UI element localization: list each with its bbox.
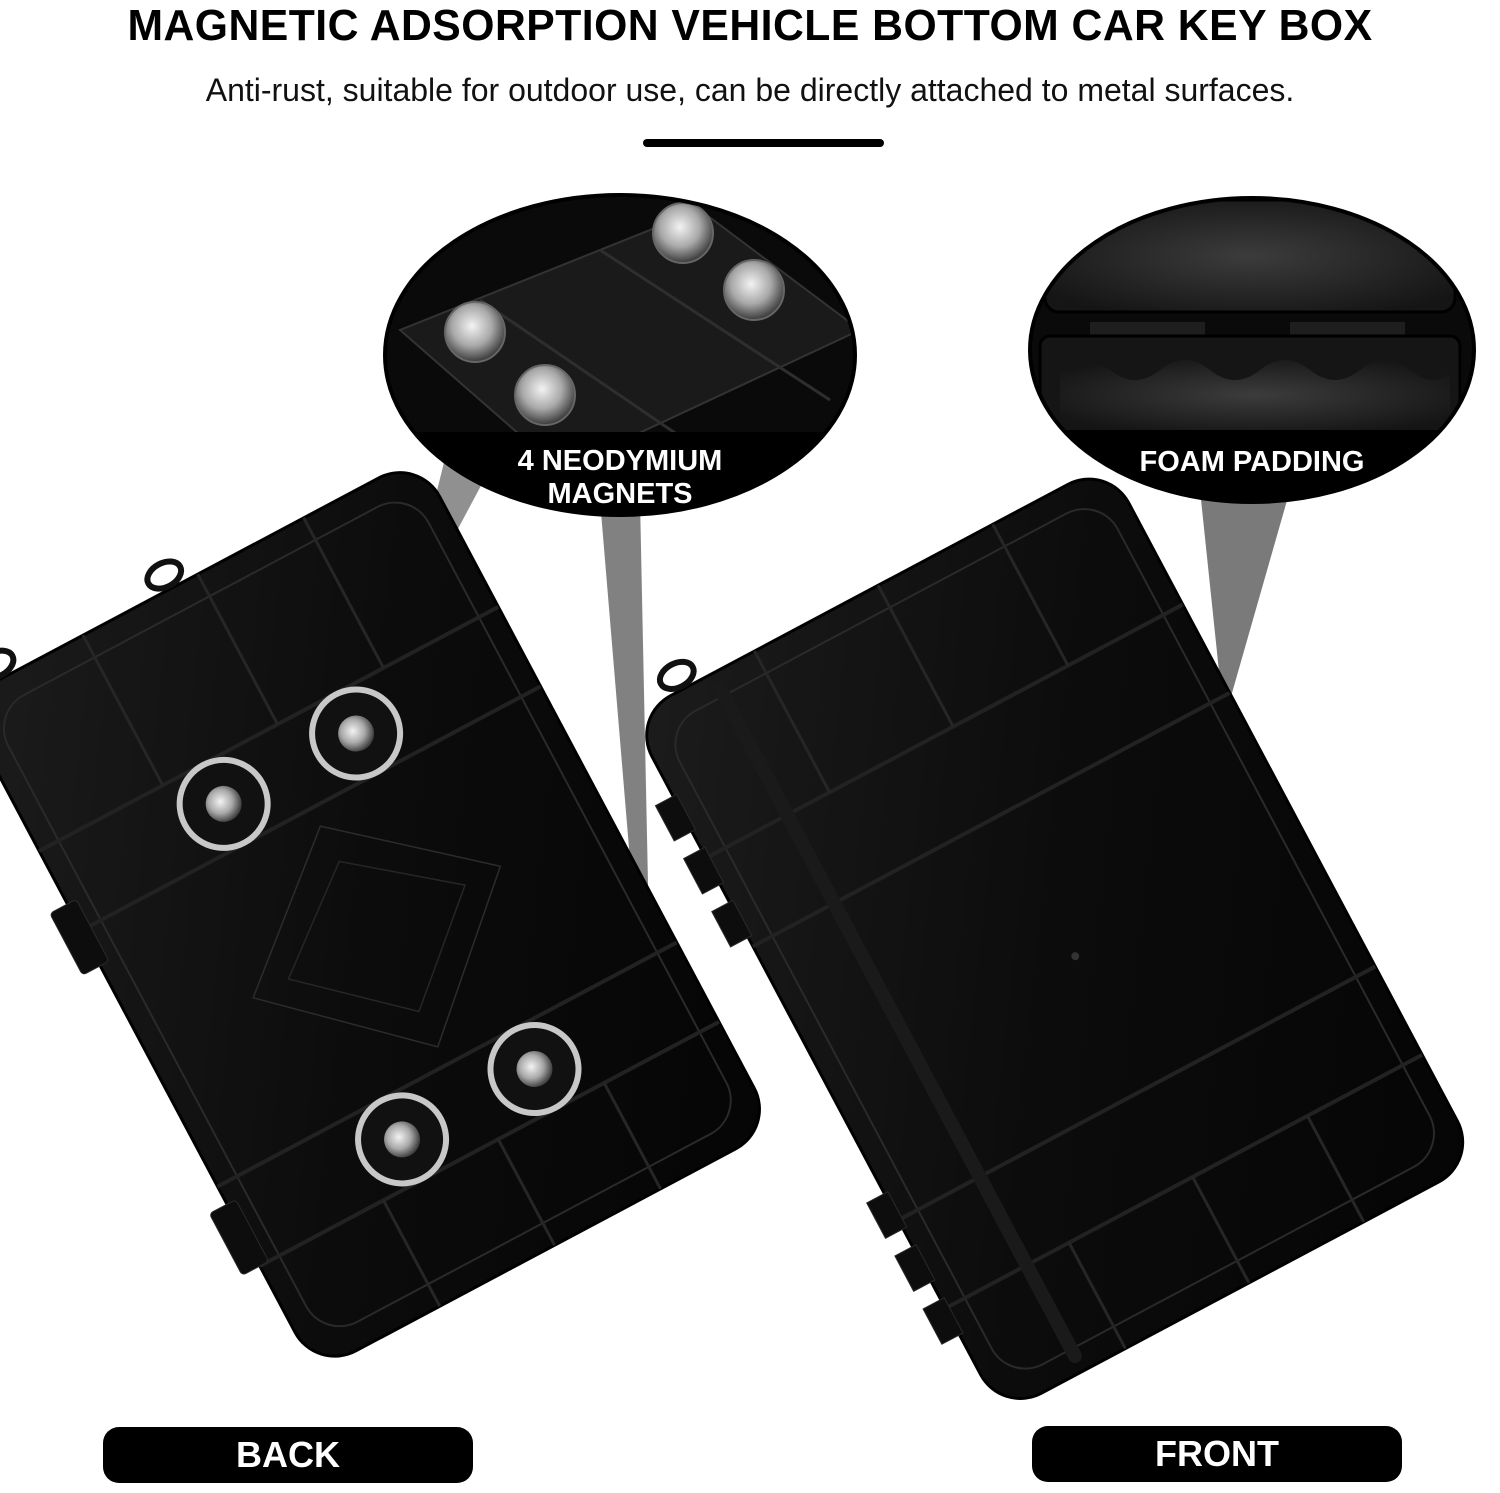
title-divider bbox=[643, 139, 884, 147]
magnets-label-line2: MAGNETS bbox=[547, 478, 693, 510]
back-case bbox=[0, 471, 761, 1358]
page-title: MAGNETIC ADSORPTION VEHICLE BOTTOM CAR K… bbox=[127, 1, 1373, 50]
front-case bbox=[645, 477, 1465, 1400]
front-view-label: FRONT bbox=[1032, 1426, 1402, 1482]
callout-pointer-right bbox=[1200, 490, 1290, 700]
foam-callout-label: FOAM PADDING bbox=[1030, 446, 1474, 479]
foam-closeup bbox=[1030, 198, 1474, 502]
magnets-label-line1: 4 NEODYMIUM bbox=[517, 445, 723, 477]
foam-label: FOAM PADDING bbox=[1139, 446, 1365, 478]
back-view-label: BACK bbox=[103, 1427, 473, 1483]
page-subtitle: Anti-rust, suitable for outdoor use, can… bbox=[205, 72, 1295, 108]
magnets-callout-label: 4 NEODYMIUM MAGNETS bbox=[385, 445, 855, 511]
